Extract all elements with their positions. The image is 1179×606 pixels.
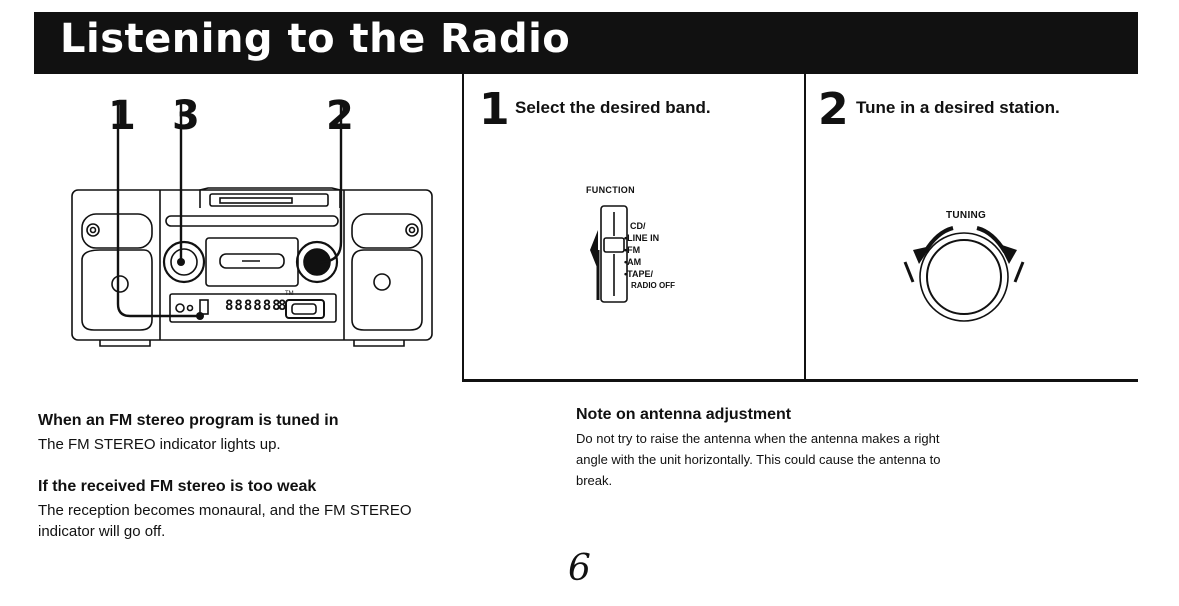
panel-divider-right bbox=[804, 74, 806, 382]
panel-bottom-rule bbox=[462, 379, 1138, 382]
section-1-body: The FM STEREO indicator lights up. bbox=[38, 436, 281, 453]
section-2-body-line2: indicator will go off. bbox=[38, 523, 166, 540]
band-radio-off: RADIO OFF bbox=[631, 281, 675, 290]
panel-divider-left bbox=[462, 74, 464, 382]
note-heading: Note on antenna adjustment bbox=[576, 406, 792, 423]
section-fm-stereo-tuned: When an FM stereo program is tuned in Th… bbox=[38, 412, 338, 455]
step-1-number: 1 bbox=[479, 84, 510, 135]
band-line-in: LINE IN bbox=[624, 232, 675, 244]
callout-1: 1 bbox=[108, 93, 136, 139]
page-title: Listening to the Radio bbox=[60, 16, 571, 62]
section-2-body-line1: The reception becomes monaural, and the … bbox=[38, 502, 412, 519]
band-tape: TAPE/ bbox=[624, 268, 675, 280]
antenna-note: Note on antenna adjustment Do not try to… bbox=[576, 406, 940, 491]
note-line2: angle with the unit horizontally. This c… bbox=[576, 452, 941, 467]
note-line3: break. bbox=[576, 473, 613, 488]
band-list: CD/ LINE IN FM AM TAPE/ RADIO OFF bbox=[624, 220, 675, 292]
tm-label: TM bbox=[285, 291, 294, 297]
band-cd: CD/ bbox=[630, 221, 646, 231]
tuning-knob-icon bbox=[903, 226, 1025, 322]
display-suffix: 8 bbox=[278, 298, 287, 314]
band-am: AM bbox=[624, 256, 675, 268]
boombox-illustration bbox=[71, 100, 433, 347]
display-digits: 888888 bbox=[225, 298, 282, 314]
step-2-number: 2 bbox=[818, 84, 849, 135]
section-fm-stereo-weak: If the received FM stereo is too weak Th… bbox=[38, 478, 412, 542]
step-2-text: Tune in a desired station. bbox=[856, 98, 1060, 117]
callout-3: 3 bbox=[172, 93, 200, 139]
step-1-text: Select the desired band. bbox=[515, 98, 711, 117]
section-2-heading: If the received FM stereo is too weak bbox=[38, 478, 317, 495]
function-label: FUNCTION bbox=[586, 185, 635, 195]
tuning-label: TUNING bbox=[946, 210, 987, 221]
title-banner bbox=[34, 12, 1138, 74]
band-fm: FM bbox=[624, 244, 675, 256]
note-line1: Do not try to raise the antenna when the… bbox=[576, 431, 940, 446]
section-1-heading: When an FM stereo program is tuned in bbox=[38, 412, 339, 429]
page-number: 6 bbox=[568, 548, 591, 589]
